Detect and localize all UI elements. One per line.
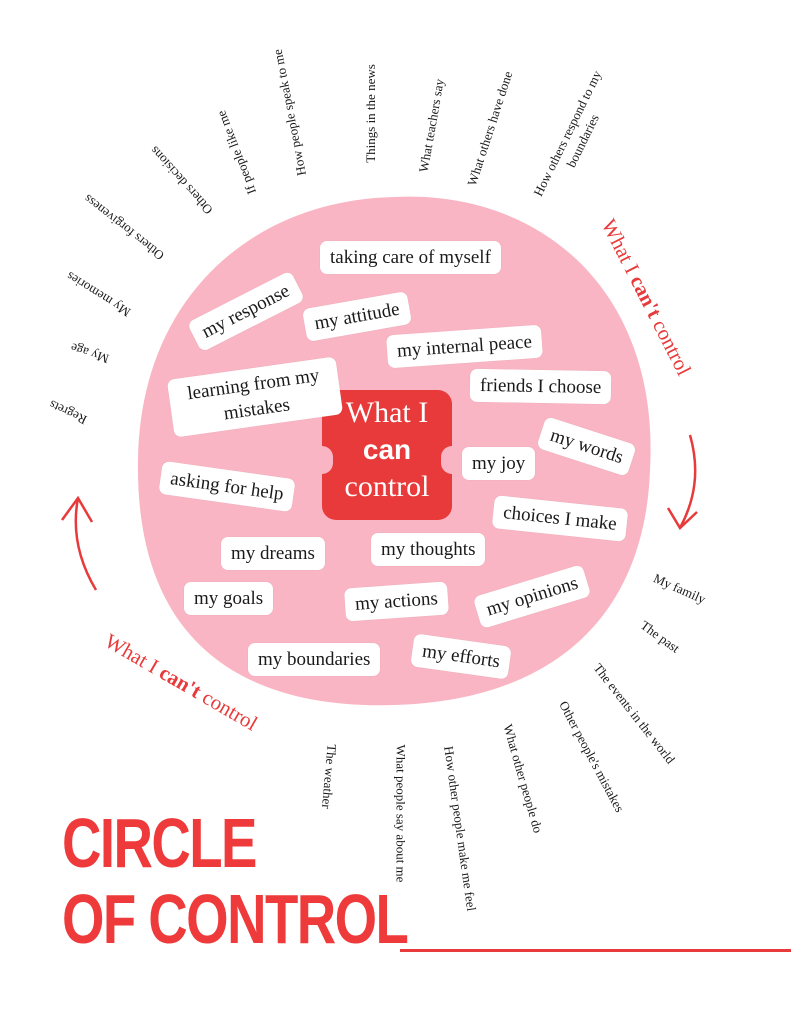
center-label-box: What I can control — [322, 390, 452, 520]
inside-item: my boundaries — [248, 643, 381, 676]
outside-item: Things in the news — [362, 64, 378, 163]
inside-item: taking care of myself — [320, 241, 501, 274]
title-underline — [400, 949, 791, 952]
inside-item: my joy — [462, 447, 536, 480]
center-line-2: can — [362, 434, 412, 465]
arrow-down-right-icon — [678, 434, 697, 529]
outside-item: What people say about me — [393, 744, 409, 883]
inside-item: friends I choose — [469, 368, 612, 405]
inside-item: my thoughts — [371, 533, 486, 566]
center-notch-right — [441, 446, 463, 474]
page-title-line-2: OF CONTROL — [62, 880, 409, 958]
center-line-1: What I — [345, 396, 429, 429]
arrow-up-left-icon — [74, 497, 98, 591]
page-title-line-1: CIRCLE — [62, 804, 257, 882]
center-notch-left — [311, 446, 333, 474]
inside-item: my goals — [184, 582, 274, 615]
center-line-3: control — [344, 470, 430, 503]
inside-item: my dreams — [221, 537, 325, 570]
